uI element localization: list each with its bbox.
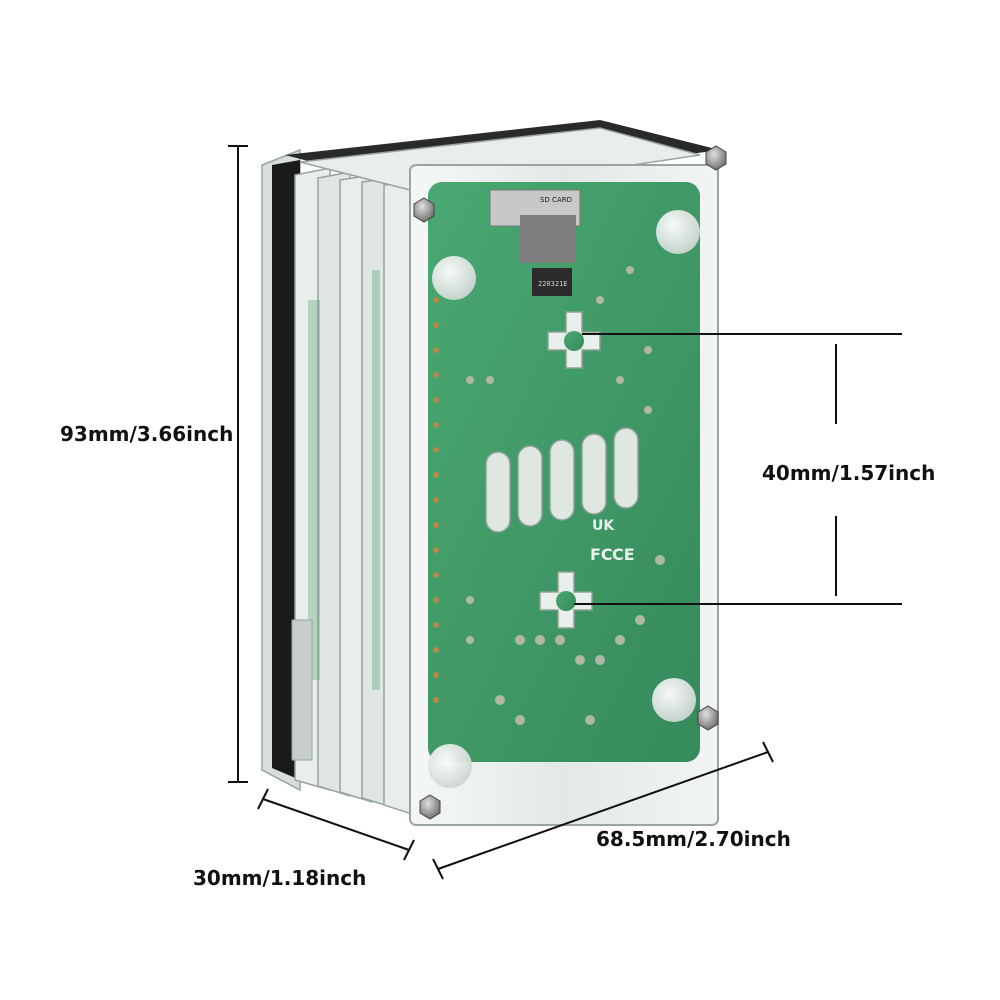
- dimension-lines: [228, 145, 902, 880]
- chip: [532, 268, 572, 296]
- case-top-edge: [285, 120, 720, 196]
- nut-top-left: [413, 197, 435, 223]
- width-line: [437, 751, 769, 870]
- foot-top-left: [432, 256, 476, 300]
- foot-bottom-left: [428, 744, 472, 788]
- ce-mark: CE: [612, 545, 635, 564]
- depth-label: 30mm/1.18inch: [193, 866, 367, 890]
- cert-marks: FC CE UK: [590, 518, 635, 564]
- foot-top-right: [656, 210, 700, 254]
- nut-top-right: [705, 145, 727, 171]
- vent-slots: [485, 427, 639, 533]
- mount-cutout-bottom: [539, 571, 593, 629]
- chip-code: 220321E: [538, 280, 568, 288]
- case-side-layers: [261, 148, 416, 817]
- foot-bottom-right: [652, 678, 696, 722]
- nut-bottom-left: [419, 794, 441, 820]
- mount-cutout-top: [547, 311, 601, 369]
- test-pads: [466, 266, 665, 725]
- pcb-board: SD CARD 220321E: [428, 182, 700, 762]
- fc-mark: FC: [590, 545, 613, 564]
- hex-nuts: [413, 145, 727, 820]
- rubber-feet: [428, 210, 700, 788]
- nut-bottom-right: [697, 705, 719, 731]
- uk-mark: UK: [592, 518, 615, 534]
- mount-spacing-label: 40mm/1.57inch: [762, 461, 936, 485]
- sd-card-label: SD CARD: [540, 196, 572, 204]
- depth-line: [262, 798, 410, 851]
- height-label: 93mm/3.66inch: [60, 422, 234, 446]
- gpio-holes: [433, 297, 439, 703]
- width-label: 68.5mm/2.70inch: [596, 827, 791, 851]
